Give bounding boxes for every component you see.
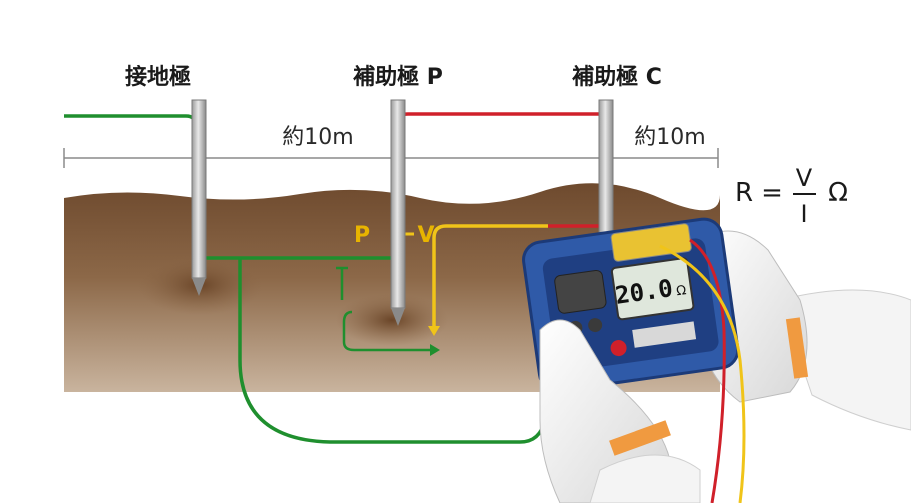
- meter-display: [610, 257, 695, 321]
- label-distance-1: 約10m: [282, 125, 353, 150]
- soil-mound-p: [336, 294, 448, 346]
- meter-button-2: [588, 318, 603, 333]
- left-sleeve: [589, 454, 701, 503]
- aux-p-rod: [390, 99, 406, 326]
- formula-numerator: V: [796, 164, 813, 192]
- meter-lead-red: [689, 238, 726, 503]
- formula-unit: Ω: [828, 178, 848, 208]
- current-arrow-head: [430, 344, 440, 356]
- meter-button-red: [610, 340, 627, 357]
- yellow-arrow-head: [428, 326, 440, 336]
- formula-lhs: R: [735, 178, 753, 208]
- label-wire-v: V: [417, 223, 434, 248]
- formula-denominator: I: [800, 200, 807, 228]
- tester-illustration: 20.0 Ω: [522, 217, 911, 503]
- formula-equals: =: [761, 178, 783, 208]
- meter-unit: Ω: [675, 283, 687, 299]
- aux-c-rod: [598, 99, 614, 251]
- label-aux-c: 補助極 C: [571, 64, 662, 90]
- right-sleeve: [779, 289, 911, 431]
- earth-electrode-rod: [191, 99, 207, 296]
- label-wire-p: P: [354, 223, 370, 248]
- label-earth-electrode: 接地極: [125, 64, 191, 90]
- meter-dial: [554, 269, 607, 314]
- current-arrow: [342, 310, 430, 352]
- label-distance-2: 約10m: [634, 125, 705, 150]
- formula: R = V I Ω: [735, 164, 848, 228]
- left-cuff: [609, 420, 671, 456]
- right-cuff: [785, 317, 809, 379]
- label-aux-p: 補助極 P: [352, 64, 443, 90]
- meter-label-strip: [632, 321, 697, 348]
- meter-lead-yellow: [659, 244, 746, 503]
